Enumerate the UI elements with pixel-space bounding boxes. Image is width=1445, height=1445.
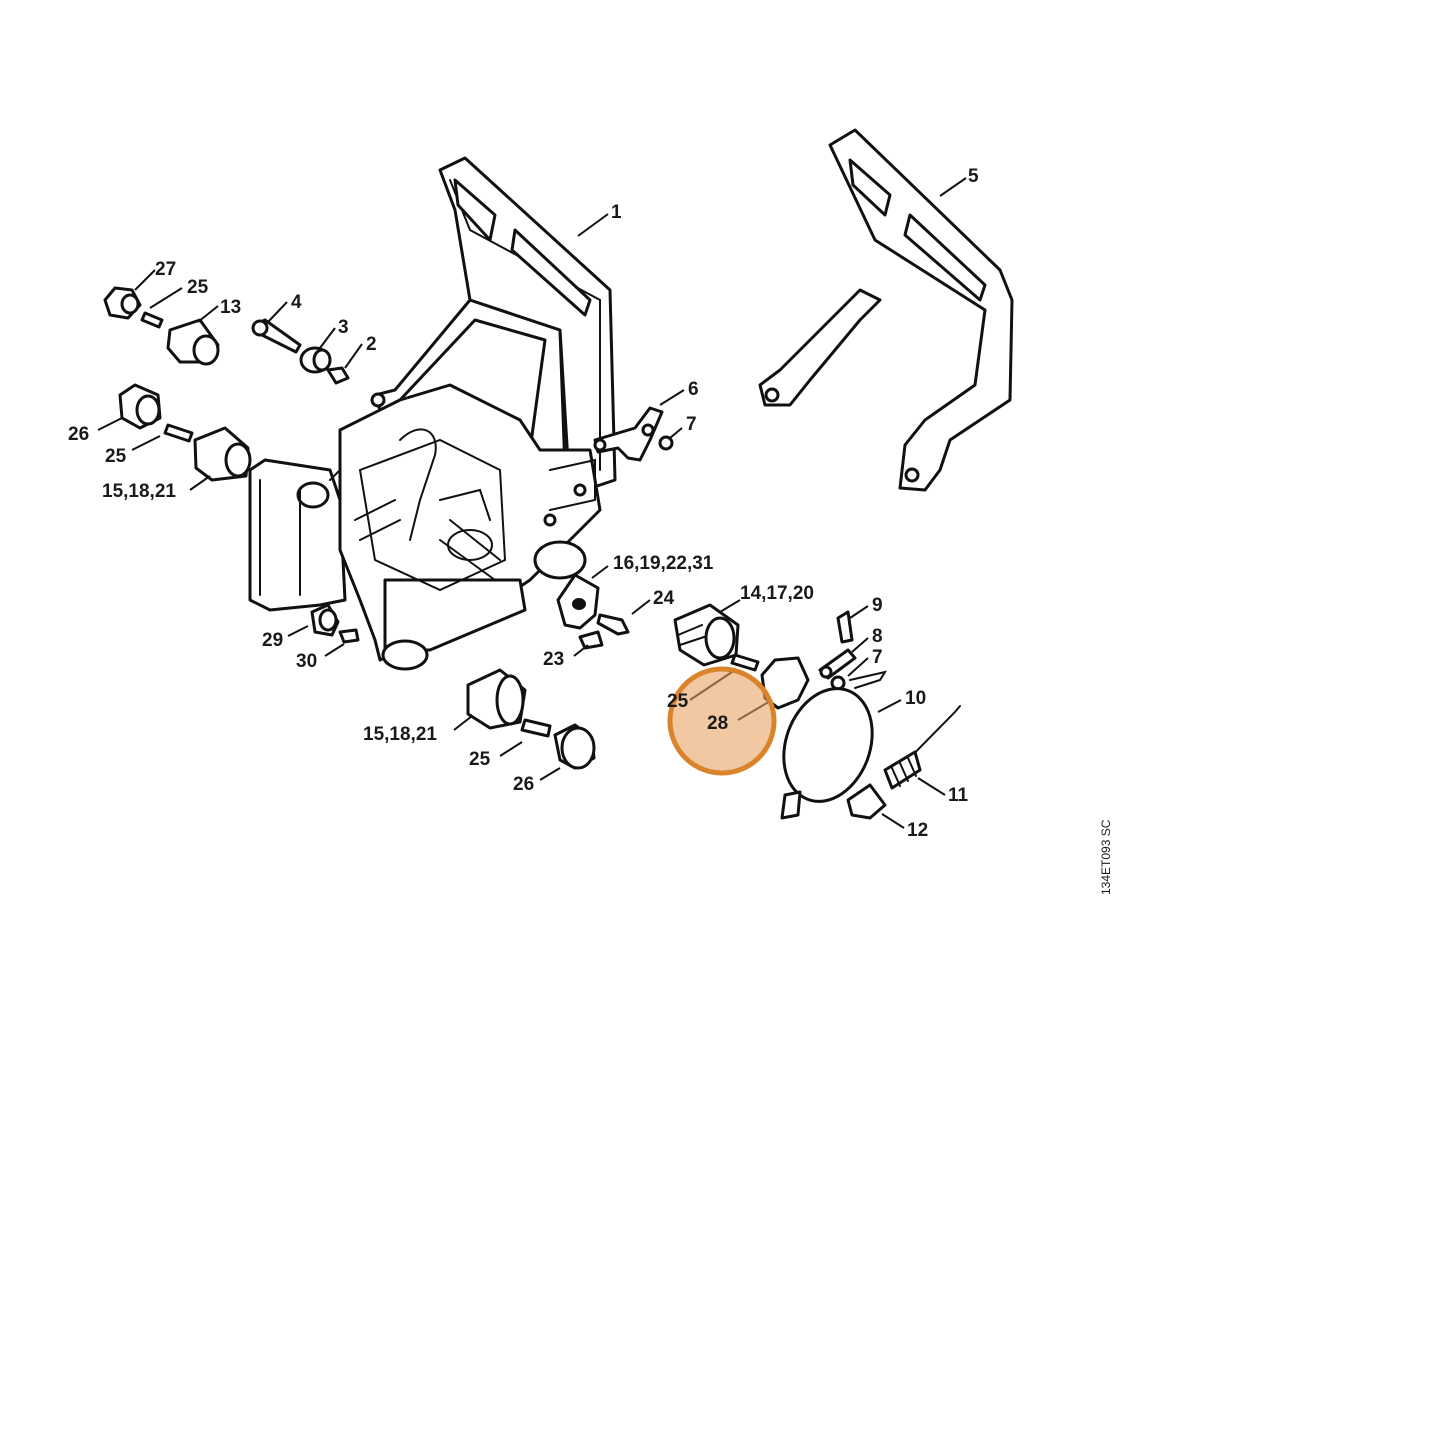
callout-25: 25 [667, 691, 689, 712]
callout-27: 27 [155, 259, 176, 280]
drawing-code: 134ET093 SC [1099, 819, 1113, 895]
screw-part-24 [596, 613, 630, 636]
callout-30: 30 [296, 651, 317, 672]
callout-7: 7 [686, 414, 697, 435]
spring-part-11 [883, 705, 961, 790]
callout-5: 5 [968, 166, 979, 187]
callout-6: 6 [688, 379, 699, 400]
callout-25: 25 [105, 446, 127, 467]
part-6 [593, 406, 664, 462]
screw-part-25-upper [163, 423, 194, 443]
callout-9: 9 [872, 595, 883, 616]
callout-25: 25 [469, 749, 491, 770]
part-26-lower [553, 723, 596, 770]
part-26-upper [118, 383, 162, 430]
callout-labels: 1 5 27 25 13 4 3 2 6 7 26 25 15,18,21 16… [68, 166, 979, 841]
callout-26: 26 [513, 774, 534, 795]
callout-24: 24 [653, 588, 675, 609]
screw-part-23 [578, 630, 604, 650]
callout-8: 8 [872, 626, 883, 647]
part-16 [556, 573, 600, 630]
part-29 [310, 603, 340, 637]
screw-part-25-right [730, 653, 760, 672]
crankcase-body [248, 383, 602, 671]
part-15-upper [193, 426, 252, 482]
part-30 [338, 628, 360, 644]
highlight-marker [667, 666, 777, 776]
part-27 [103, 286, 142, 320]
callout-3: 3 [338, 317, 349, 338]
callout-25: 25 [187, 277, 209, 298]
part-3 [299, 346, 332, 374]
callout-10: 10 [905, 688, 926, 709]
part-15-lower [466, 668, 527, 730]
callout-29: 29 [262, 630, 283, 651]
leader-lines [97, 177, 967, 829]
callout-28: 28 [707, 713, 728, 734]
callout-7: 7 [872, 647, 883, 668]
part-2 [326, 366, 350, 385]
callout-14-17-20: 14,17,20 [740, 583, 814, 604]
screw-part-25-top [140, 311, 164, 329]
callout-4: 4 [291, 292, 302, 313]
callout-2: 2 [366, 334, 377, 355]
part-8 [818, 648, 857, 680]
part-9 [836, 610, 854, 644]
callout-23: 23 [543, 649, 564, 670]
screw-part-25-lower [520, 718, 552, 738]
callout-11: 11 [948, 785, 969, 806]
handle-bar-part-5 [758, 128, 1014, 492]
part-12 [846, 783, 887, 820]
part-13 [166, 318, 220, 366]
callout-15-18-21: 15,18,21 [363, 724, 437, 745]
brake-band-part-10 [780, 670, 888, 820]
callout-1: 1 [611, 202, 622, 223]
callout-13: 13 [220, 297, 241, 318]
callout-26: 26 [68, 424, 89, 445]
part-14 [673, 603, 740, 667]
callout-12: 12 [907, 820, 928, 841]
callout-16-19-22-31: 16,19,22,31 [613, 553, 714, 574]
bolt-part-4 [251, 318, 302, 354]
callout-15-18-21: 15,18,21 [102, 481, 176, 502]
part-7-upper [658, 435, 674, 451]
